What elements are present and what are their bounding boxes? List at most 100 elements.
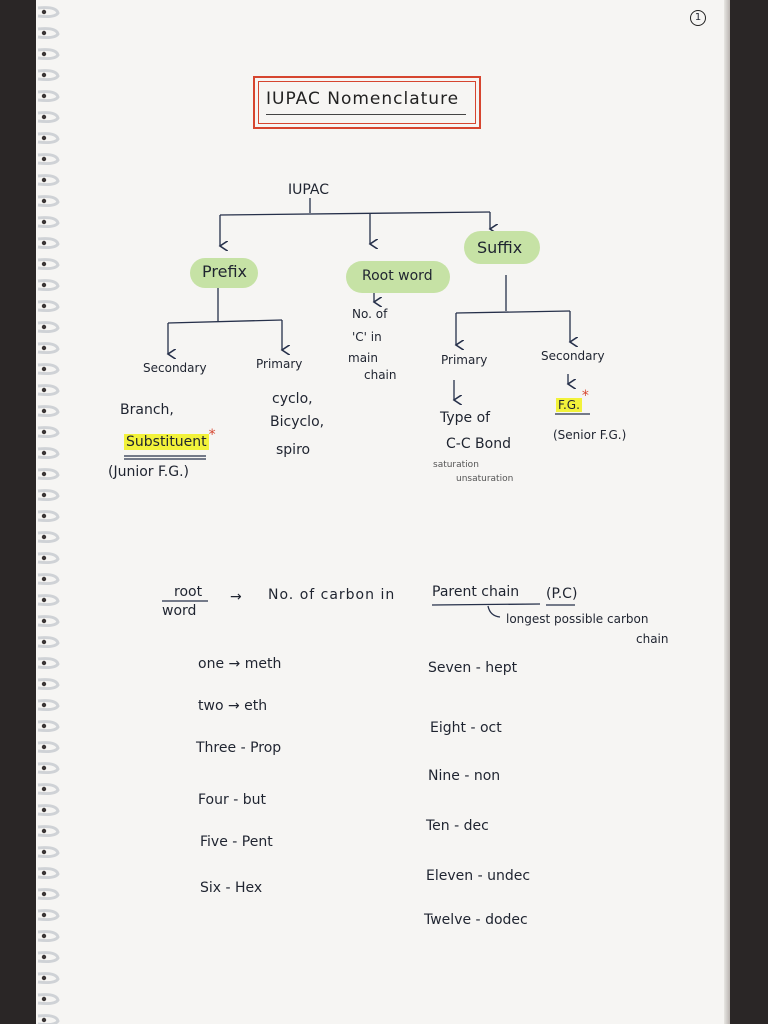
spiral-hole [41,996,47,1002]
spiral-hole [41,240,47,246]
title-underline [266,114,466,115]
spiral-hole [41,513,47,519]
suffix-highlight [464,231,540,264]
suffix-cc-bond-text: C-C Bond [446,436,511,452]
spiral-ring [37,216,60,229]
spiral-ring [37,510,60,523]
spiral-ring [37,363,60,376]
spiral-ring [37,258,60,271]
spiral-ring [37,636,60,649]
spiral-ring [37,384,60,397]
root-word-row: Six - Hex [200,880,263,896]
prefix-substituent-text: Substituent* [124,427,216,450]
root-word-row: Ten - dec [426,818,489,834]
root-word-detail-4: chain [364,368,397,382]
spiral-ring [37,1014,60,1024]
definition-arrow: → [230,589,242,605]
prefix-highlight [190,258,258,288]
root-word-row: Eleven - undec [426,868,531,884]
root-word-row: two → eth [198,698,268,714]
root-word-row: Five - Pent [200,834,273,850]
root-word-detail-2: 'C' in [352,330,382,344]
spiral-ring [37,909,60,922]
spiral-hole [41,408,47,414]
spiral-hole [41,639,47,645]
paper-edge [724,0,730,1024]
spiral-ring [37,69,60,82]
fg-highlight: F.G. [556,398,582,412]
spiral-hole [41,681,47,687]
root-word-row: Seven - hept [428,660,518,676]
spiral-ring [37,804,60,817]
spiral-ring [37,300,60,313]
spiral-ring [37,825,60,838]
root-word-row: Nine - non [428,768,501,784]
definition-term-root: root [174,584,203,600]
spiral-hole [41,891,47,897]
spiral-ring [37,720,60,733]
root-word-detail-1: No. of [352,307,388,321]
spiral-ring [37,195,60,208]
spiral-hole [41,912,47,918]
prefix-branch-text: Branch, [120,402,174,418]
prefix-primary-label: Primary [256,357,303,371]
spiral-hole [41,135,47,141]
title-box-inner [258,81,476,124]
spiral-hole [41,30,47,36]
spiral-ring [37,846,60,859]
spiral-hole [41,765,47,771]
definition-note-line2: chain [636,632,669,646]
spiral-ring [37,594,60,607]
spiral-hole [41,975,47,981]
spiral-hole [41,555,47,561]
spiral-hole [41,576,47,582]
spiral-hole [41,597,47,603]
spiral-hole [41,261,47,267]
spiral-ring [37,90,60,103]
senior-fg-text: (Senior F.G.) [553,428,627,442]
spiral-ring [37,468,60,481]
spiral-ring [37,552,60,565]
spiral-ring [37,342,60,355]
suffix-secondary-label: Secondary [541,349,605,363]
spiral-hole [41,303,47,309]
spiral-ring [37,615,60,628]
spiral-ring [37,699,60,712]
spiral-hole [41,219,47,225]
spiral-hole [41,471,47,477]
spiral-hole [41,177,47,183]
spiral-ring [37,489,60,502]
prefix-spiro-text: spiro [276,442,311,458]
spiral-hole [41,198,47,204]
spiral-hole [41,744,47,750]
spiral-ring [37,111,60,124]
root-word-detail-3: main [348,351,378,365]
definition-abbr: (P.C) [546,586,578,602]
spiral-ring [37,783,60,796]
spiral-ring [37,153,60,166]
spiral-hole [41,450,47,456]
spiral-hole [41,534,47,540]
spiral-ring [37,321,60,334]
substituent-highlight: Substituent [124,434,209,450]
junior-fg-text: (Junior F.G.) [108,464,190,480]
spiral-hole [41,9,47,15]
spiral-hole [41,870,47,876]
spiral-hole [41,1017,47,1023]
prefix-cyclo-text: cyclo, [272,391,313,407]
root-word-row: Three - Prop [196,740,282,756]
spiral-hole [41,282,47,288]
definition-term-word: word [162,603,197,619]
substituent-star: * [208,427,216,443]
spiral-hole [41,51,47,57]
spiral-ring [37,132,60,145]
spiral-hole [41,114,47,120]
spiral-ring [37,972,60,985]
spiral-hole [41,660,47,666]
spiral-ring [37,993,60,1006]
spiral-ring [37,447,60,460]
spiral-hole [41,492,47,498]
spiral-hole [41,828,47,834]
